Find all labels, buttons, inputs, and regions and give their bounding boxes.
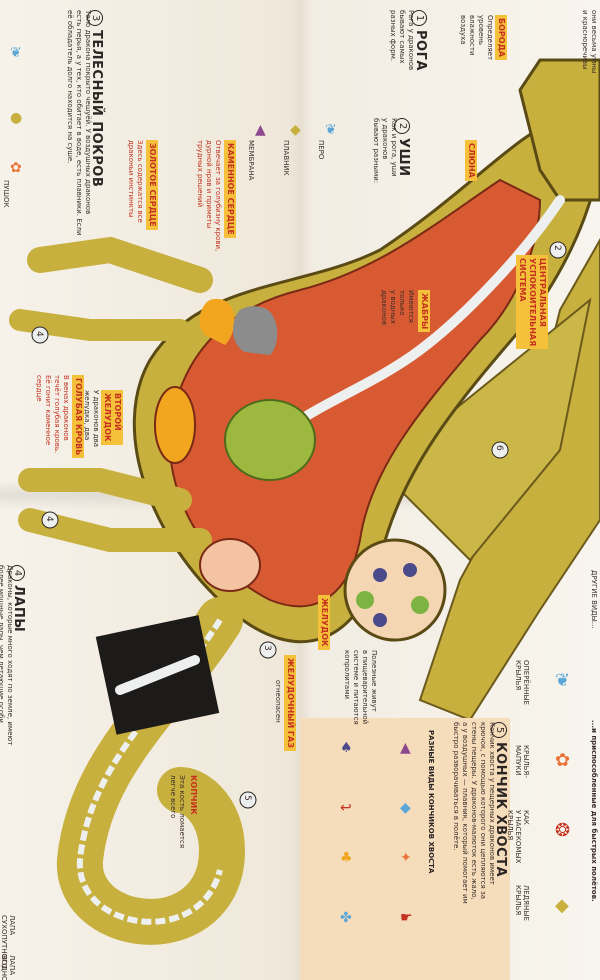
badge-number: 3 — [262, 645, 272, 651]
fin-icon: ◆ — [290, 122, 301, 138]
badge-number: 2 — [552, 245, 562, 251]
badge-wing — [491, 441, 509, 459]
edge-text-top: они весьма умны и красноречивы — [581, 10, 598, 74]
badge-number: 4 — [34, 331, 44, 337]
feather-icon: ❦ — [325, 122, 337, 138]
feather-icon: ❦ — [10, 45, 22, 61]
stomach-tag: ЖЕЛУДОК — [318, 595, 330, 650]
blue-blood-text: В венах драконов течёт голубая кровь. Её… — [35, 375, 70, 454]
gas-bladder — [199, 538, 261, 592]
stone-heart — [233, 306, 278, 355]
dragon-head — [518, 58, 600, 202]
tail-tip-icon: ✤ — [340, 910, 352, 926]
hind-leg-2 — [18, 508, 212, 552]
wing-pinned-label: ОПЕРЁННЫЕ КРЫЛЬЯ — [514, 660, 530, 705]
wing-insect-label: КАК У НАСЕКОМЫХ КРЫЛЬЯ — [506, 810, 530, 864]
spine-bone — [295, 195, 565, 425]
badge-cover — [259, 641, 277, 659]
tail-tip-icon: ◆ — [400, 800, 411, 816]
horns-text: Рога у драконов бывают самых разных форм… — [389, 10, 415, 71]
foot-water-label: ЛАПА ВОДНОГО — [0, 955, 16, 980]
gills-text: Имеются только у водных драконов — [380, 290, 415, 326]
wing-moth-icon: ✿ — [555, 750, 571, 771]
tail-tip-icon: ♣ — [340, 850, 353, 866]
tail-tip-icon: ✦ — [400, 850, 412, 866]
bacteria-text: Полезные живут в пищеварительной системе… — [343, 650, 378, 725]
saliva-tag: СЛЮНА — [465, 140, 477, 181]
cns-tag: ЦЕНТРАЛЬНАЯ УСПОКОИТЕЛЬНАЯ СИСТЕМА — [516, 255, 548, 350]
stone-heart-tag: КАМЕННОЕ СЕРДЦЕ — [224, 140, 236, 238]
ears-text: Как и рога, уши у драконов бывают разным… — [372, 118, 398, 184]
legs-text: Драконы, которые много ходят по земле, и… — [0, 565, 14, 746]
membrane-icon: ▲ — [255, 122, 266, 138]
tail-tip-panel — [300, 718, 510, 980]
cover-text: Тело дракона покрыто чешуёй. У воздушных… — [66, 10, 92, 236]
front-leg — [27, 236, 213, 293]
tailbone-label: КОПЧИК — [189, 775, 198, 815]
badge-tail — [239, 791, 257, 809]
wing-moth-label: КРЫЛЬЯ- МАПУКИ — [514, 745, 530, 778]
scale-icon: ● — [10, 110, 23, 126]
tail-tip-icon: ♠ — [340, 740, 353, 756]
wing-feather-icon: ❦ — [555, 670, 571, 691]
golden-heart-text: Здесь содержатся все драконьи инстинкты — [127, 140, 144, 223]
beard-tag: БОРОДА — [495, 15, 507, 60]
beard-text: Определяет уровень влажности воздуха — [459, 15, 494, 61]
ears-title: УШИ — [396, 138, 411, 177]
tail-types-title: РАЗНЫЕ ВИДЫ КОНЧИКОВ ХВОСТА — [427, 730, 435, 874]
stomach-gas-text: огнеопасен — [274, 680, 282, 723]
ear-membrane-label: МЕМБРАНА — [247, 140, 255, 181]
badge-number: 4 — [44, 516, 54, 522]
hind-leg — [18, 468, 192, 512]
horns-title: РОГА — [413, 30, 428, 71]
ear-fin-label: ПЛАВНИК — [282, 140, 290, 176]
badge-number: 5 — [242, 795, 252, 801]
edge-text-other: ДРУГИЕ ВИДЫ... — [590, 570, 598, 629]
badge-number: 6 — [494, 445, 504, 451]
badge-leg-2 — [41, 511, 59, 529]
tail-tip-icon: ▲ — [400, 740, 411, 756]
tail-tip-icon: ☛ — [400, 910, 413, 926]
stomach-gas-tag: ЖЕЛУДОЧНЫЙ ГАЗ — [284, 655, 296, 751]
stomach-organ — [224, 399, 316, 481]
tail-tip-text: Кончик хвоста у пещерных драконов имеет … — [452, 722, 496, 904]
fluff-icon: ✿ — [10, 160, 22, 176]
cover-fluff-label: ПУШОК — [2, 180, 10, 208]
blue-blood-tag: ГОЛУБАЯ КРОВЬ — [72, 375, 84, 459]
second-stomach-tag: ВТОРОЙ ЖЕЛУДОК — [101, 390, 123, 445]
tail-tip-icon: ↩ — [340, 800, 352, 816]
ear-feather-label: ПЕРО — [317, 140, 325, 160]
wing-insect-icon: ❂ — [555, 820, 571, 841]
golden-heart-tag: ЗОЛОТОЕ СЕРДЦЕ — [146, 140, 158, 230]
badge-leg-1 — [31, 326, 49, 344]
golden-heart — [199, 298, 235, 345]
wing-ice-label: ЛЕДЯНЫЕ КРЫЛЬЯ — [514, 885, 530, 921]
bacteria-magnifier — [343, 538, 447, 642]
wing-types-title: ...и приспособленные для быстрых полётов… — [590, 720, 598, 902]
wing-ice-icon: ◆ — [555, 895, 569, 916]
badge-ear — [549, 241, 567, 259]
front-leg-2 — [9, 309, 191, 341]
gills-tag: ЖАБРЫ — [418, 290, 430, 333]
tailbone-text: Эта кость ломается легче всего — [169, 775, 186, 849]
second-stomach-organ — [154, 386, 196, 464]
stone-heart-text: Отвечает за голубизну крови, дурной нрав… — [196, 140, 222, 252]
